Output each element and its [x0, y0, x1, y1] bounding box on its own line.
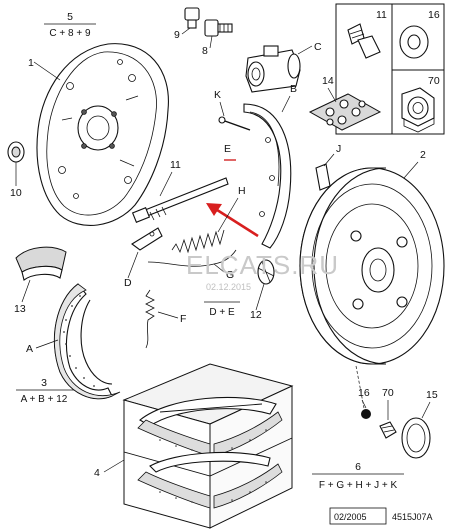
callout-G: G: [226, 269, 234, 281]
boxed-shoe-kit-4: [122, 363, 294, 529]
callout-70: 70: [382, 387, 394, 399]
callout-15: 15: [426, 389, 438, 401]
hub-nut-70-detail: [401, 87, 435, 133]
nut-70-item: [379, 421, 397, 439]
spring-G: [147, 249, 237, 267]
brake-drum-2: [299, 167, 445, 365]
lining-piece-13: [15, 246, 67, 281]
callout-9: 9: [174, 29, 180, 41]
callout-B: B: [290, 83, 297, 95]
callout-F: F: [180, 313, 186, 325]
group-label-5: 5 C + 8 + 9: [44, 11, 96, 39]
washer-16-detail: [399, 25, 429, 59]
small-parts-kit-14: [308, 93, 382, 131]
hub-cap-15: [401, 417, 431, 459]
callout-A: A: [26, 343, 33, 355]
callout-2: 2: [420, 149, 426, 161]
return-spring-H: [171, 229, 225, 254]
callout-H: H: [238, 185, 246, 197]
brake-shoe-B: [243, 103, 292, 249]
callout-K: K: [214, 89, 221, 101]
parts-box-group: [335, 3, 445, 135]
callout-3: 3: [41, 377, 47, 389]
hold-down-pin-K: [218, 116, 251, 131]
formula-6: F + G + H + J + K: [319, 480, 398, 491]
footer-codes: 02/2005 4515J07A: [329, 507, 433, 525]
box-label-11: 11: [376, 9, 387, 21]
callout-12: 12: [250, 309, 262, 321]
group-label-6: 6 F + G + H + J + K: [312, 461, 404, 491]
bolt-11-detail: [347, 23, 381, 59]
dust-cap-10: [7, 141, 25, 163]
spring-12: [257, 259, 275, 285]
callout-D: D: [124, 277, 132, 289]
spring-clip-J: [315, 163, 331, 191]
formula-3: A + B + 12: [21, 394, 68, 405]
footer-ref-code: 4515J07A: [392, 512, 433, 522]
callout-1: 1: [28, 57, 34, 69]
box-label-16: 16: [428, 9, 440, 21]
formula-5: C + 8 + 9: [49, 28, 91, 39]
callout-E: E: [224, 143, 231, 155]
watermark-date: 02.12.2015: [206, 282, 251, 292]
callout-11: 11: [170, 159, 181, 171]
group-label-DE: D + E: [204, 301, 240, 318]
callout-10: 10: [10, 187, 22, 199]
brake-shoe-A: [53, 283, 121, 400]
callout-13: 13: [14, 303, 26, 315]
callout-16: 16: [358, 387, 370, 399]
callout-6: 6: [355, 461, 361, 473]
footer-date-code: 02/2005: [334, 512, 367, 522]
callout-14: 14: [322, 75, 334, 87]
callout-4: 4: [94, 467, 100, 479]
box-label-70: 70: [428, 75, 440, 87]
bleed-screw-9: [184, 7, 200, 29]
watermark-text: ELCATS.RU: [186, 250, 339, 280]
backing-plate: [36, 43, 169, 226]
callout-5: 5: [67, 11, 73, 23]
red-indicator-arrow: [206, 203, 259, 238]
wheel-cylinder: [245, 45, 301, 93]
group-label-3: 3 A + B + 12: [16, 377, 74, 405]
spring-F: [145, 289, 155, 349]
adjuster-strut: [131, 177, 229, 223]
callout-8: 8: [202, 45, 208, 57]
washer-16-item: [361, 409, 371, 419]
callout-J: J: [336, 143, 341, 155]
bleed-cap-8: [204, 19, 233, 37]
callout-C: C: [314, 41, 322, 53]
handbrake-lever-D: [131, 227, 163, 251]
formula-DE: D + E: [209, 307, 235, 318]
